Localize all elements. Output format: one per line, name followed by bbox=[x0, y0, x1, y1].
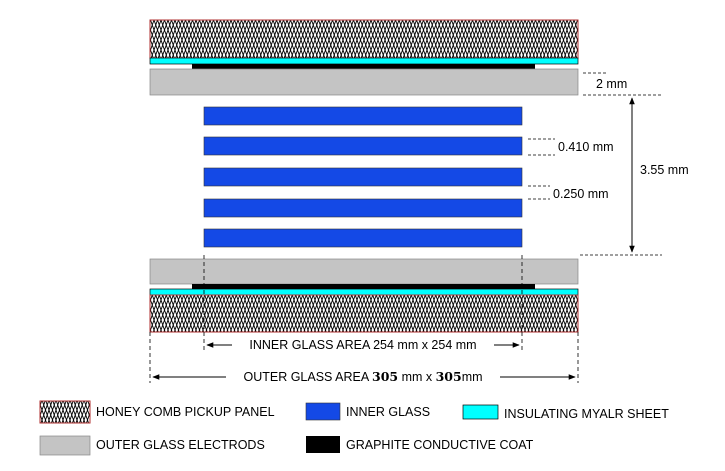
legend: HONEY COMB PICKUP PANEL INNER GLASS INSU… bbox=[39, 400, 669, 456]
legend-inner-glass-label: INNER GLASS bbox=[346, 405, 430, 419]
legend-graphite-swatch bbox=[306, 436, 340, 453]
legend-outer-glass-label: OUTER GLASS ELECTRODS bbox=[96, 438, 265, 452]
legend-honeycomb-label: HONEY COMB PICKUP PANEL bbox=[96, 405, 275, 419]
legend-inner-glass-swatch bbox=[305, 402, 341, 421]
top-graphite-coat bbox=[192, 64, 535, 69]
total-gap-label: 3.55 mm bbox=[640, 163, 689, 177]
inner-glass-plate bbox=[203, 106, 523, 126]
outer-area-label: OUTER GLASS AREA 305 mm x 305mm bbox=[243, 369, 482, 384]
bottom-mylar-sheet bbox=[149, 288, 579, 296]
legend-mylar-swatch bbox=[462, 404, 499, 420]
legend-mylar-label: INSULATING MYALR SHEET bbox=[504, 407, 669, 421]
legend-graphite-label: GRAPHITE CONDUCTIVE COAT bbox=[346, 438, 534, 452]
inner-thickness-label: 0.410 mm bbox=[558, 140, 614, 154]
bottom-honeycomb-panel bbox=[149, 294, 579, 333]
top-outer-glass bbox=[149, 68, 579, 96]
bottom-outer-glass bbox=[149, 258, 579, 285]
top-honeycomb-panel bbox=[149, 19, 579, 59]
gap-outer-label: 2 mm bbox=[596, 77, 627, 91]
top-mylar-sheet bbox=[149, 57, 579, 65]
inner-glass-plates bbox=[203, 106, 523, 248]
inner-glass-plate bbox=[203, 228, 523, 248]
inner-area-label: INNER GLASS AREA 254 mm x 254 mm bbox=[249, 338, 476, 352]
bottom-graphite-coat bbox=[192, 284, 535, 289]
extension-lines bbox=[149, 255, 579, 383]
legend-honeycomb-swatch bbox=[39, 400, 91, 424]
legend-outer-glass-swatch bbox=[39, 435, 91, 456]
dimension-dashes bbox=[528, 72, 662, 256]
inner-glass-plate bbox=[203, 167, 523, 187]
inner-glass-plate bbox=[203, 198, 523, 218]
inner-glass-plate bbox=[203, 136, 523, 156]
inner-gap-label: 0.250 mm bbox=[553, 187, 609, 201]
